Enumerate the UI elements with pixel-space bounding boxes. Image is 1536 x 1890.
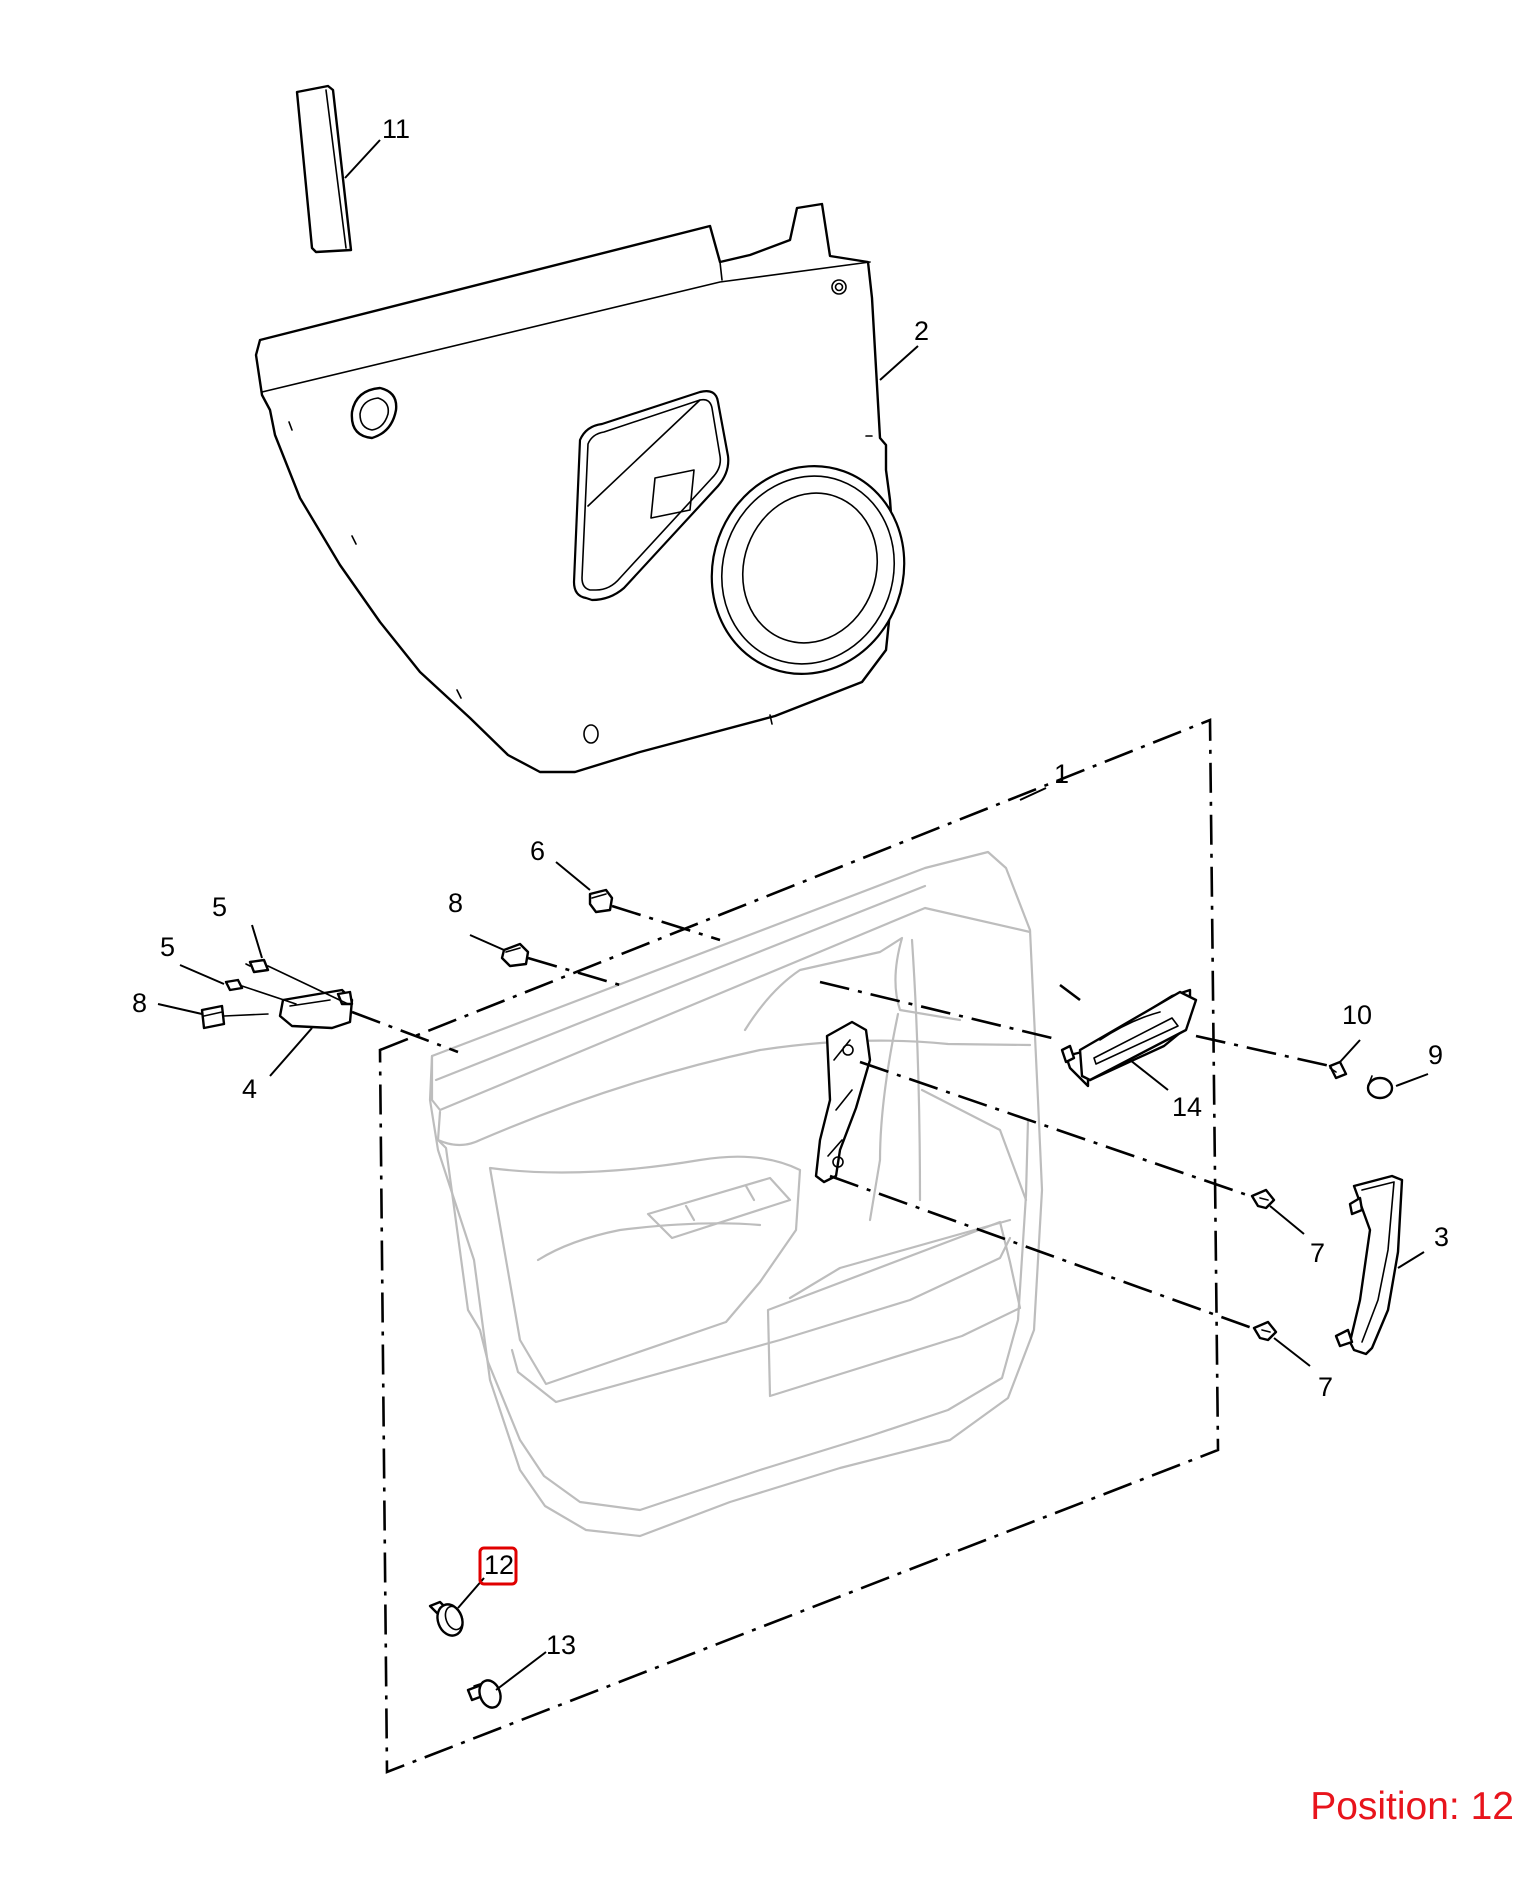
leader-lines [157, 139, 1429, 1691]
callout-12-highlight [478, 1546, 518, 1586]
part-14-inside-handle[interactable] [1060, 988, 1198, 1088]
callout-5-upper[interactable]: 5 [212, 892, 227, 922]
part-8-clip-left[interactable] [200, 1004, 269, 1030]
part-10-screw[interactable] [1328, 1060, 1348, 1080]
part-6-clip[interactable] [588, 888, 614, 914]
callout-4[interactable]: 4 [242, 1074, 257, 1104]
part-7-screw-lower[interactable] [1252, 1320, 1278, 1342]
assembly-lines [351, 904, 1331, 1330]
part-12-push-pin[interactable] [428, 1600, 467, 1639]
callout-7-lower[interactable]: 7 [1318, 1372, 1333, 1402]
callout-2[interactable]: 2 [914, 316, 929, 346]
callout-13[interactable]: 13 [546, 1630, 576, 1660]
callout-5-lower[interactable]: 5 [160, 932, 175, 962]
part-1-door-trim-panel[interactable] [428, 850, 1044, 1538]
assembly-boundary-1 [378, 718, 1220, 1774]
callout-3[interactable]: 3 [1434, 1222, 1449, 1252]
callout-8-left[interactable]: 8 [132, 988, 147, 1018]
part-11-trim-strip[interactable] [295, 84, 353, 254]
callouts: 11 2 1 6 8 5 5 8 4 10 9 14 3 7 7 12 13 [132, 114, 1449, 1660]
callout-1[interactable]: 1 [1054, 759, 1069, 789]
part-7-screw-upper[interactable] [1250, 1188, 1276, 1210]
callout-9[interactable]: 9 [1428, 1040, 1443, 1070]
callout-11[interactable]: 11 [382, 114, 410, 144]
position-label: Position: 12 [1310, 1785, 1514, 1828]
part-2-inner-panel[interactable] [254, 202, 933, 774]
callout-12[interactable]: 12 [484, 1550, 514, 1580]
callout-7-upper[interactable]: 7 [1310, 1238, 1325, 1268]
part-3-pull-handle-cover[interactable] [1334, 1174, 1404, 1356]
callout-8-upper[interactable]: 8 [448, 888, 463, 918]
callout-6[interactable]: 6 [530, 836, 545, 866]
part-5-connector-upper[interactable] [245, 958, 349, 1005]
part-13-push-clip[interactable] [466, 1677, 504, 1710]
part-8-clip-upper[interactable] [500, 942, 530, 968]
part-4-switch-bezel[interactable] [278, 988, 354, 1030]
part-5-connector-lower[interactable] [224, 978, 297, 1005]
callout-14[interactable]: 14 [1172, 1092, 1202, 1122]
callout-10[interactable]: 10 [1342, 1000, 1372, 1030]
part-9-cap[interactable] [1366, 1075, 1394, 1100]
